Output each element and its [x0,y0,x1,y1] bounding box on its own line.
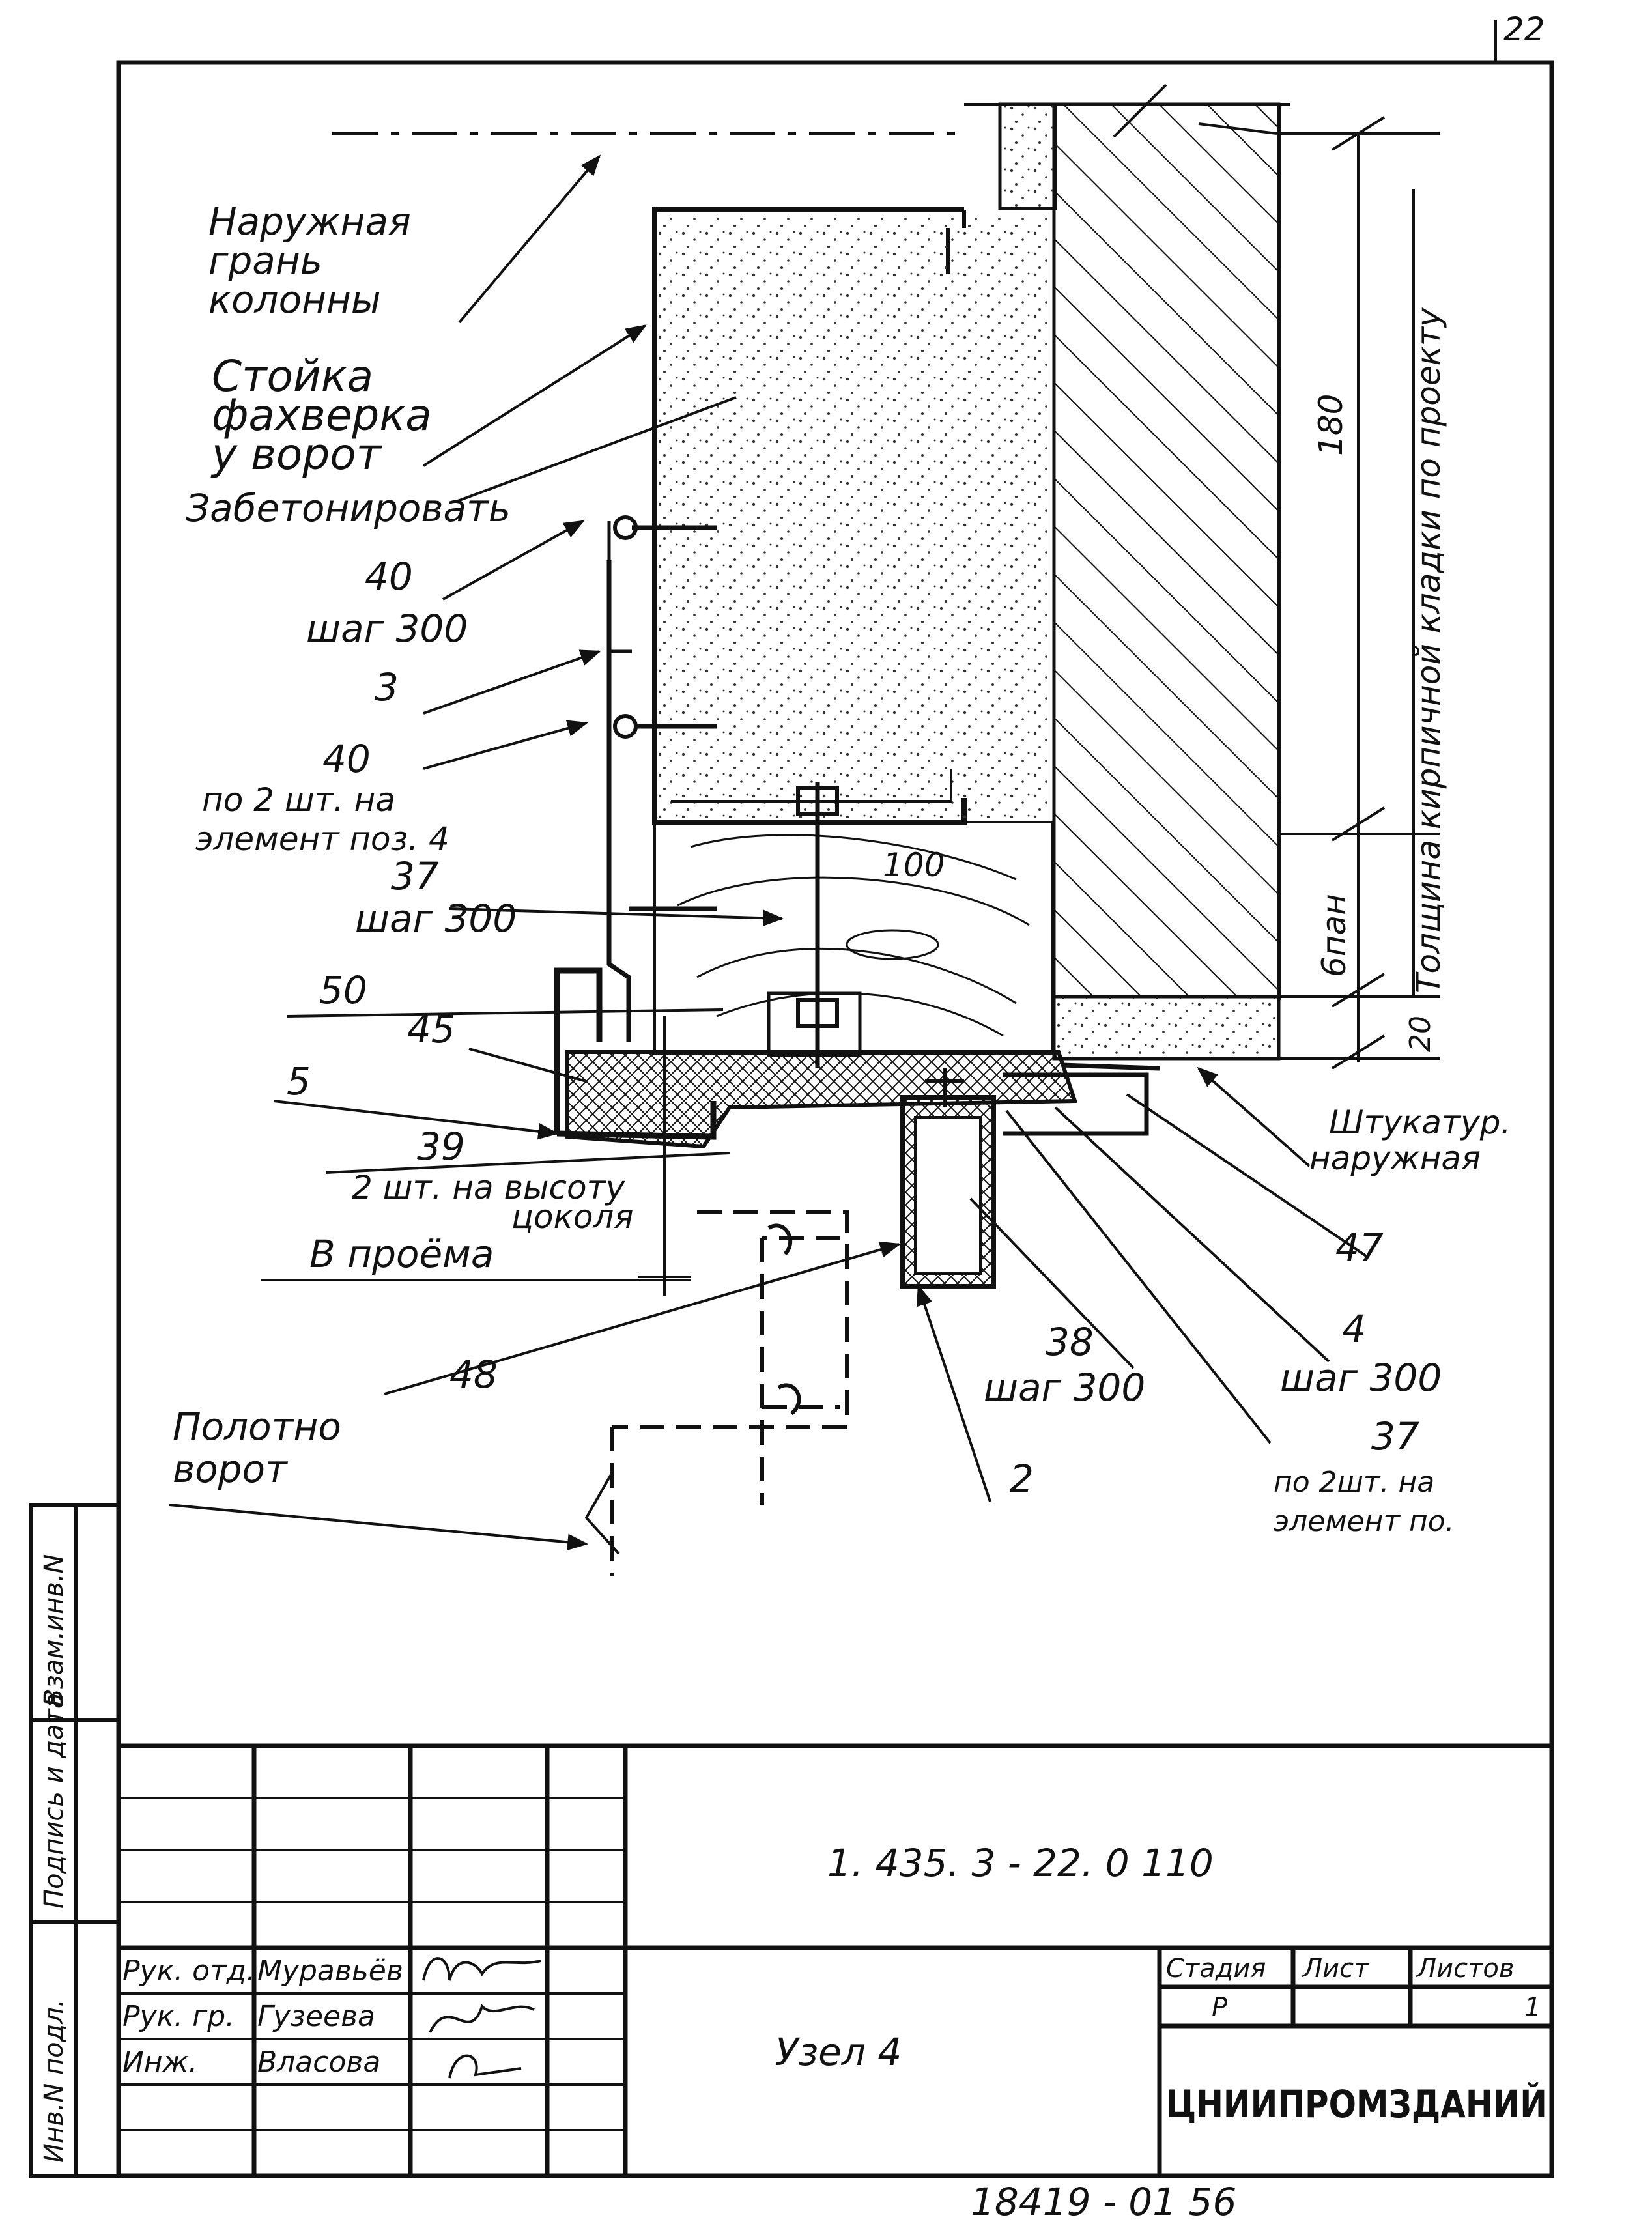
label-post-3: у ворот [210,429,383,479]
mortar-strip [998,102,1057,210]
side-stamp: Инв.N подл. Подпись и дата Взам.инв.N [29,1503,121,2178]
dim-100: 100 [883,846,945,884]
callout-2: 2 [1010,1457,1034,1501]
leader-lines [169,154,1369,1551]
callout-39-2: цоколя [511,1198,633,1236]
callout-47: 47 [1335,1225,1384,1270]
callout-50: 50 [319,968,367,1012]
signature-3 [448,2054,522,2079]
sheets-header: Листов [1416,1954,1514,1984]
label-outer-face-1: Наружная [208,199,411,244]
role-3: Инж. [122,2046,197,2079]
callout-39-1: 2 шт. на высоту [352,1169,626,1206]
page-corner-number: 22 [1503,10,1545,48]
label-post-2: фахверка [212,390,432,440]
callout-4-num: 4 [1342,1307,1366,1351]
stage-value: Р [1212,1993,1228,2023]
concrete-fill [659,215,1050,818]
callout-45: 45 [407,1007,455,1051]
organization: ЦНИИПРОМЗДАНИЙ [1166,2081,1547,2126]
callout-37-pcs-1: по 2шт. на [1274,1466,1434,1499]
bottom-archive-code: 18419 - 01 56 [971,2180,1236,2224]
callout-3: 3 [375,665,399,709]
label-masonry-thickness: Толщина кирпичной кладки по проекту [1410,307,1447,993]
dim-180: 180 [1312,394,1350,456]
signature-1 [422,1957,541,1981]
label-gate-leaf-2: ворот [173,1447,289,1491]
callout-40-pcs-2: элемент поз. 4 [195,820,449,858]
role-2: Рук. гр. [122,2000,235,2033]
label-post-1: Стойка [212,351,373,401]
name-1: Муравьёв [257,1954,403,1988]
role-1: Рук. отд. [122,1954,255,1988]
label-concrete: Забетонировать [186,486,511,530]
sheet-value: 1 [1524,1993,1541,2023]
label-outer-face-2: грань [208,238,322,283]
dim-6pan: 6пан [1315,894,1353,977]
callout-40-pcs-num: 40 [322,737,371,781]
callout-5: 5 [287,1059,311,1104]
callout-39-num: 39 [417,1124,465,1169]
callout-37-pcs-2: элемент по. [1274,1505,1455,1538]
label-gate-leaf-1: Полотно [173,1404,341,1449]
label-in-opening: В проёма [309,1232,494,1276]
sheet-frame [116,60,1554,2178]
title-block: 1. 435. 3 - 22. 0 110 Узел 4 Рук. отд. Р… [116,1743,1552,2176]
brick-masonry [1052,102,1281,999]
drawing-title: Узел 4 [775,2030,902,2074]
name-3: Власова [257,2046,380,2079]
side-stamp-inv: Инв.N подл. [39,1999,69,2163]
callout-4-text: шаг 300 [1280,1356,1442,1400]
gate-leaf-outline [610,1210,849,1576]
side-stamp-replace: Взам.инв.N [39,1554,69,1707]
exterior-plaster [1052,995,1281,1061]
label-outer-face-3: колонны [208,278,381,322]
stage-header: Стадия [1166,1954,1266,1984]
callout-37-pcs-num: 37 [1371,1414,1419,1459]
callout-38-text: шаг 300 [984,1365,1145,1410]
label-plaster-2: наружная [1309,1139,1481,1177]
cross-hatched-sill [565,1050,1078,1149]
dimension-lines [1277,116,1440,1070]
signature-2 [429,2004,535,2033]
name-2: Гузеева [257,2000,375,2033]
callout-37-step-num: 37 [391,854,439,898]
callout-40-step-text: шаг 300 [306,606,468,651]
doc-code: 1. 435. 3 - 22. 0 110 [827,1841,1214,1885]
sheet-header: Лист [1302,1954,1370,1984]
callout-40-pcs-1: по 2 шт. на [202,781,395,819]
callout-48: 48 [449,1352,498,1397]
side-stamp-sign: Подпись и дата [39,1693,69,1909]
callout-37-step-text: шаг 300 [355,896,517,941]
base-flashing [554,967,717,1140]
callout-38-num: 38 [1046,1320,1094,1364]
bolts [613,515,862,1068]
callout-40-step-num: 40 [365,554,413,599]
dim-20: 20 [1404,1016,1437,1052]
label-plaster-1: Штукатур. [1329,1104,1511,1141]
